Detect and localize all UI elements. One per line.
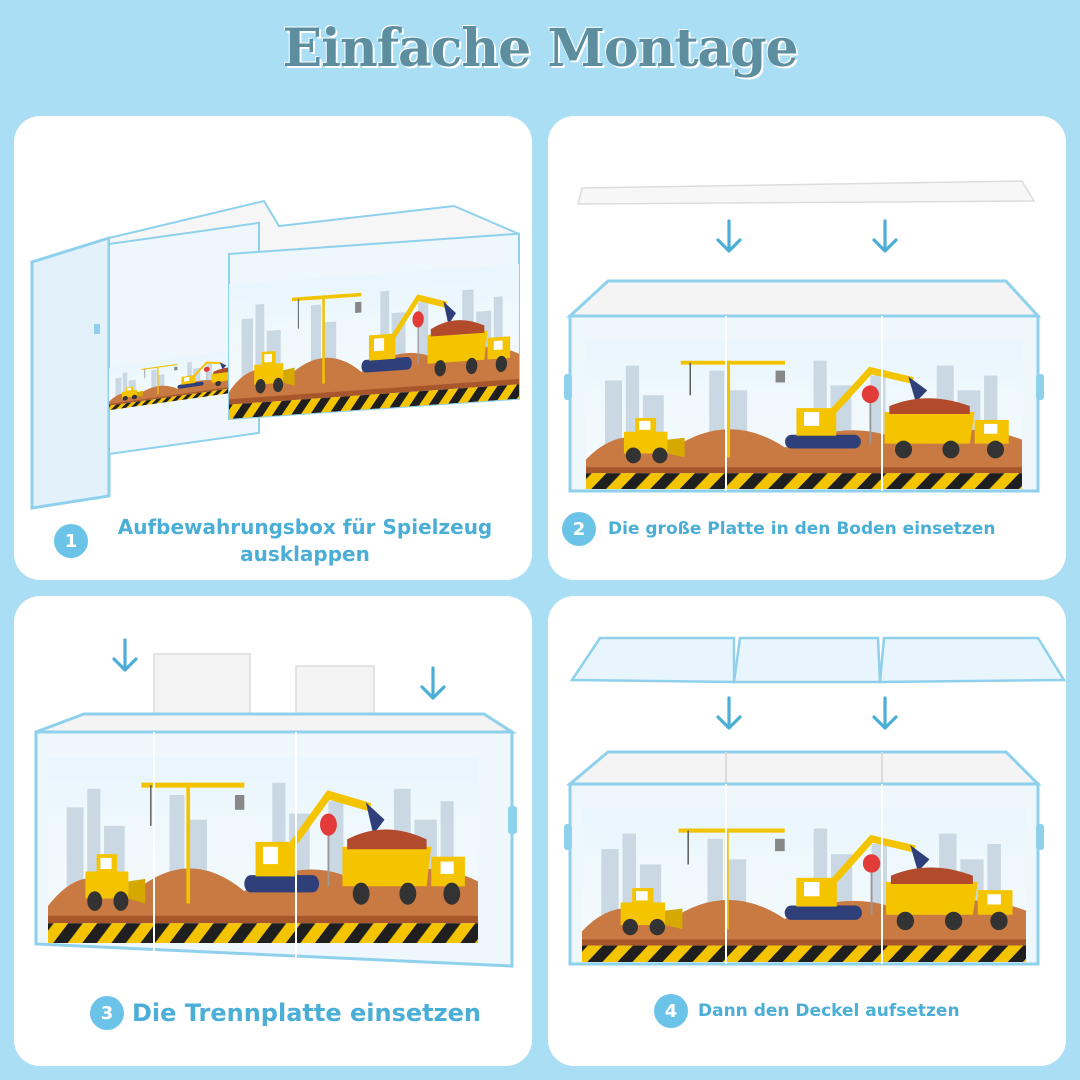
- step-number-badge: 3: [90, 996, 124, 1030]
- arrow-down-icon: [718, 221, 740, 251]
- unfolded-box-illustration: [30, 199, 521, 510]
- step-text: Aufbewahrungsbox für Spielzeug ausklappe…: [117, 515, 493, 566]
- page-title: Einfache Montage: [282, 18, 798, 79]
- step-card-4: 4 Dann den Deckel aufsetzen: [548, 596, 1066, 1066]
- step-2: 2 Die große Platte in den Boden einsetze…: [562, 512, 1066, 546]
- step-number-badge: 4: [654, 994, 688, 1028]
- step-number-badge: 2: [562, 512, 596, 546]
- box-with-bottom-plate-illustration: [564, 180, 1044, 493]
- arrow-down-icon: [114, 640, 136, 670]
- step-number-badge: 1: [54, 524, 88, 558]
- step-3: 3 Die Trennplatte einsetzen: [90, 996, 530, 1030]
- box-with-lid-illustration: [564, 636, 1066, 966]
- step-card-2: 2 Die große Platte in den Boden einsetze…: [548, 116, 1066, 580]
- step-1: 1 Aufbewahrungsbox für Spielzeug ausklap…: [54, 514, 514, 568]
- step-text: Die große Platte in den Boden einsetzen: [608, 518, 996, 539]
- box-with-divider-illustration: [34, 596, 518, 968]
- step-card-3: 3 Die Trennplatte einsetzen: [14, 596, 532, 1066]
- arrow-down-icon: [422, 668, 444, 698]
- step-text: Dann den Deckel aufsetzen: [698, 1000, 960, 1021]
- arrow-down-icon: [874, 221, 896, 251]
- arrow-down-icon: [874, 698, 896, 728]
- arrow-down-icon: [718, 698, 740, 728]
- step-text: Die Trennplatte einsetzen: [132, 998, 481, 1027]
- step-4: 4 Dann den Deckel aufsetzen: [654, 994, 1064, 1028]
- step-card-1: 1 Aufbewahrungsbox für Spielzeug ausklap…: [14, 116, 532, 580]
